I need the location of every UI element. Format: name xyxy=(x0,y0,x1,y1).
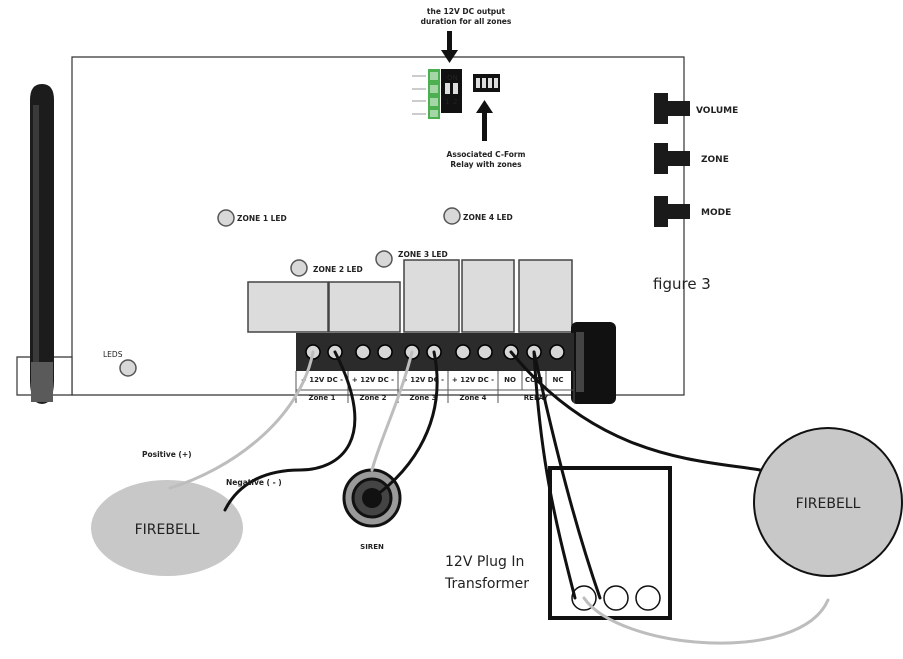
zone-2-polarity: + 12V DC - xyxy=(352,376,394,384)
zone-button[interactable] xyxy=(654,143,690,174)
zone-3-led-label: ZONE 3 LED xyxy=(398,250,448,259)
annotation-relay-line2: Relay with zones xyxy=(450,160,522,169)
wire-firebell-left-positive xyxy=(168,350,315,490)
wire-transformer-1 xyxy=(532,350,602,600)
dip-pos-1: 1 xyxy=(445,98,449,106)
zone-3-label: Zone 3 xyxy=(410,394,437,402)
wire-transformer-2 xyxy=(532,350,577,600)
wire-siren-negative xyxy=(370,350,439,500)
arrow-up xyxy=(476,100,493,141)
capacitor xyxy=(571,322,616,404)
dip-switch-green xyxy=(412,69,440,119)
firebell-right xyxy=(753,427,903,577)
mode-label: MODE xyxy=(701,208,731,218)
annotation-relay-line1: Associated C-Form xyxy=(447,150,526,159)
zone-4-led xyxy=(443,207,461,225)
annotation-duration-line2: duration for all zones xyxy=(421,17,512,26)
zone-4-label: Zone 4 xyxy=(460,394,487,402)
zone-label: ZONE xyxy=(701,155,729,165)
zone-1-led-label: ZONE 1 LED xyxy=(237,214,287,223)
relay-5 xyxy=(518,259,573,333)
volume-button[interactable] xyxy=(654,93,690,124)
wire-siren-positive xyxy=(370,350,414,472)
relay-1 xyxy=(247,281,329,333)
leds-label: LEDS xyxy=(103,350,123,359)
relay-com-label: COM xyxy=(525,376,543,384)
zone-3-polarity: + 12V DC - xyxy=(402,376,444,384)
firebell-right-label: FIREBELL xyxy=(796,496,861,512)
firebell-left-label: FIREBELL xyxy=(135,522,200,538)
zone-1-led xyxy=(217,209,235,227)
mode-button[interactable] xyxy=(654,196,690,227)
terminal-dividers xyxy=(295,371,575,403)
arrow-down xyxy=(441,31,458,63)
figure-label: figure 3 xyxy=(653,275,711,293)
positive-label: Positive (+) xyxy=(142,450,192,459)
dip-switch-duration: ON 1 2 xyxy=(441,69,462,113)
zone-4-polarity: + 12V DC - xyxy=(452,376,494,384)
zone-2-label: Zone 2 xyxy=(360,394,387,402)
siren-label: SIREN xyxy=(360,543,384,551)
annotation-duration-line1: the 12V DC output xyxy=(427,7,506,16)
wire-relay-no xyxy=(509,350,762,472)
relay-4 xyxy=(461,259,515,333)
zone-4-led-label: ZONE 4 LED xyxy=(463,213,513,222)
negative-label: Negative ( - ) xyxy=(226,478,282,487)
transformer-label-line1: 12V Plug In xyxy=(445,554,524,570)
relay-no-label: NO xyxy=(504,376,516,384)
dip-pos-2: 2 xyxy=(453,98,457,106)
wires xyxy=(168,350,830,645)
zone-1-label: Zone 1 xyxy=(309,394,336,402)
wire-firebell-left-negative xyxy=(223,350,357,512)
firebell-left xyxy=(91,480,243,576)
antenna xyxy=(30,84,54,404)
relay-2 xyxy=(328,281,401,333)
zone-2-led xyxy=(290,259,308,277)
zone-2-led-label: ZONE 2 LED xyxy=(313,265,363,274)
dip-on-label: ON xyxy=(447,74,458,82)
relay-nc-label: NC xyxy=(553,376,564,384)
zone-3-led xyxy=(375,250,393,268)
wire-firebell-right-return xyxy=(582,596,830,645)
relay-3 xyxy=(403,259,460,333)
volume-label: VOLUME xyxy=(696,106,738,116)
zone-1-polarity: + 12V DC - xyxy=(301,376,343,384)
dip-switch-relay xyxy=(473,74,500,92)
status-led xyxy=(119,359,137,377)
transformer-label-line2: Transformer xyxy=(444,576,529,592)
